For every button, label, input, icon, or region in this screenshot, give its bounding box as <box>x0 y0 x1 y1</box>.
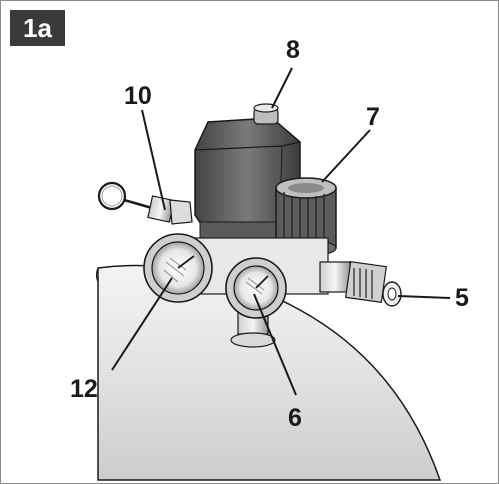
callout-6: 6 <box>288 404 302 432</box>
switch-knob <box>253 103 279 125</box>
leader-8 <box>271 67 293 109</box>
figure-tag: 1a <box>10 10 65 46</box>
leader-7 <box>321 129 371 183</box>
callout-7: 7 <box>366 103 380 131</box>
leader-lines <box>111 67 451 396</box>
output-pressure-gauge <box>225 257 287 319</box>
safety-valve <box>97 181 193 225</box>
leader-6 <box>253 293 297 396</box>
callout-12: 12 <box>70 375 98 403</box>
leader-10 <box>141 109 166 211</box>
leader-5 <box>397 295 451 299</box>
tank-pressure-gauge <box>143 233 213 303</box>
quick-coupling <box>319 260 402 307</box>
pressure-switch <box>194 117 301 239</box>
callout-5: 5 <box>455 284 469 312</box>
callout-10: 10 <box>124 82 152 110</box>
leader-12 <box>111 277 173 371</box>
callout-8: 8 <box>286 36 300 64</box>
